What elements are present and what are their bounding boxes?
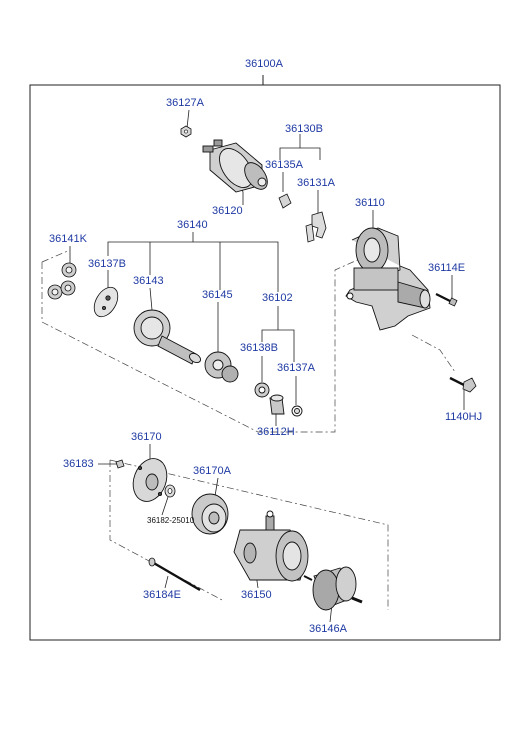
part-36182-washer <box>164 484 176 498</box>
part-1140HJ-bolt <box>449 376 477 393</box>
part-36170A-brush-holder <box>191 493 229 535</box>
part-36137A-clip <box>291 405 303 417</box>
part-36183-screw <box>115 459 125 469</box>
part-36150-yoke <box>233 510 309 582</box>
part-36141K-gears <box>47 262 77 300</box>
label-36102[interactable]: 36102 <box>262 292 293 304</box>
label-36112H[interactable]: 36112H <box>257 426 295 438</box>
label-36100A[interactable]: 36100A <box>245 58 283 70</box>
label-36183[interactable]: 36183 <box>63 458 94 470</box>
group-outlines <box>41 249 456 610</box>
label-36150[interactable]: 36150 <box>241 589 272 601</box>
part-36184E-through-bolt <box>148 557 201 592</box>
label-36130B[interactable]: 36130B <box>285 123 323 135</box>
label-36182-25010: 36182-25010 <box>147 516 195 525</box>
label-36145[interactable]: 36145 <box>202 289 233 301</box>
label-36120[interactable]: 36120 <box>212 205 243 217</box>
label-36146A[interactable]: 36146A <box>309 623 347 635</box>
label-36110[interactable]: 36110 <box>355 197 385 209</box>
label-36135A[interactable]: 36135A <box>265 159 303 171</box>
part-36135A <box>278 193 292 209</box>
label-36184E[interactable]: 36184E <box>143 589 181 601</box>
part-36137B-plate <box>93 286 119 318</box>
part-36112H-sleeve <box>269 394 285 415</box>
label-36141K[interactable]: 36141K <box>49 233 87 245</box>
assembly-frame <box>29 75 501 641</box>
part-36146A-armature <box>303 566 363 611</box>
label-36127A[interactable]: 36127A <box>166 97 204 109</box>
label-36138B[interactable]: 36138B <box>240 342 278 354</box>
label-36137A[interactable]: 36137A <box>277 362 315 374</box>
label-1140HJ[interactable]: 1140HJ <box>445 411 483 423</box>
part-36138B-bushing <box>254 382 270 398</box>
label-36140[interactable]: 36140 <box>177 219 208 231</box>
label-36170A[interactable]: 36170A <box>193 465 231 477</box>
label-36170[interactable]: 36170 <box>131 431 162 443</box>
part-36170-cover <box>132 458 168 502</box>
part-36143-shaft <box>133 309 202 365</box>
part-36114E-stud <box>435 293 458 307</box>
part-36110-housing <box>345 227 431 331</box>
part-36127A-nut <box>180 125 192 138</box>
label-36137B[interactable]: 36137B <box>88 258 126 270</box>
label-36131A[interactable]: 36131A <box>297 177 335 189</box>
part-36145-pinion <box>204 351 239 383</box>
label-36114E[interactable]: 36114E <box>428 262 466 274</box>
part-36120-solenoid <box>202 139 268 193</box>
label-36143[interactable]: 36143 <box>133 275 164 287</box>
part-36131A-lever <box>305 211 327 243</box>
